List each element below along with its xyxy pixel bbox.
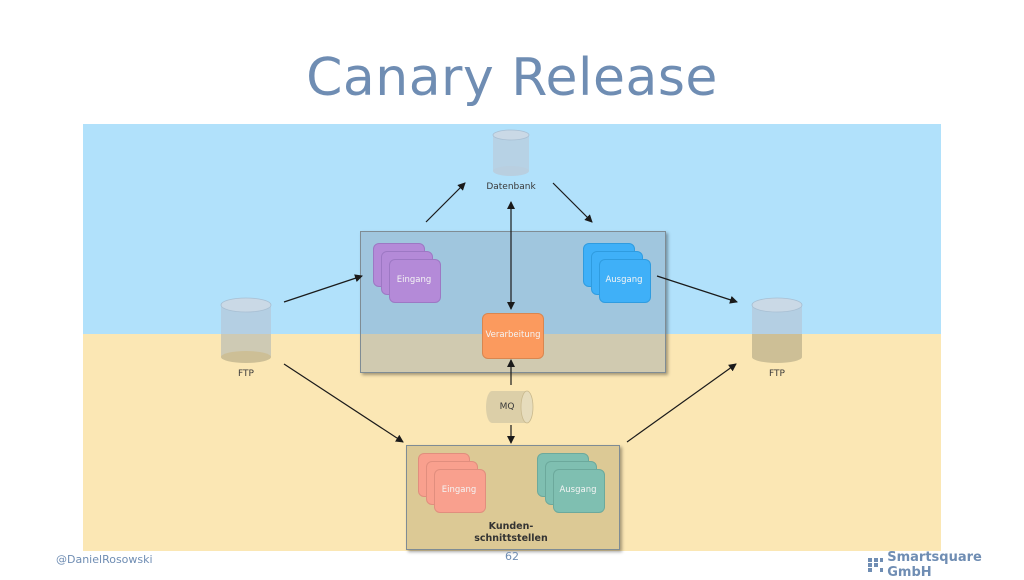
- database-label: Datenbank: [486, 182, 536, 192]
- mq-label: MQ: [499, 402, 515, 412]
- arrow-canary-output-to-ftp: [656, 275, 738, 304]
- customer-title-line2: schnittstellen: [474, 533, 548, 544]
- database-icon: [492, 129, 530, 176]
- ftp-left-label: FTP: [238, 369, 254, 379]
- processing-block: Verarbeitung: [482, 313, 544, 359]
- author-handle: @DanielRosowski: [56, 553, 153, 566]
- processing-label: Verarbeitung: [485, 330, 541, 340]
- company-logo-icon: [868, 558, 884, 572]
- arrow-ftp-to-customer: [283, 363, 404, 443]
- customer-output-label: Ausgang: [559, 485, 597, 495]
- customer-input-stack: Eingang: [418, 453, 488, 515]
- ftp-left-icon: [220, 297, 272, 363]
- canary-output-stack: Ausgang: [583, 243, 653, 303]
- mq-queue-icon: [486, 390, 534, 424]
- page-number: 62: [505, 550, 519, 563]
- canary-input-stack: Eingang: [373, 243, 443, 303]
- customer-title-line1: Kunden-: [488, 521, 534, 532]
- arrow-customer-to-ftp: [626, 363, 737, 443]
- ftp-right-icon: [751, 297, 803, 363]
- customer-output-stack: Ausgang: [537, 453, 607, 515]
- ftp-right-label: FTP: [769, 369, 785, 379]
- customer-panel-title: Kunden- schnittstellen: [466, 521, 556, 545]
- canary-output-label: Ausgang: [605, 275, 643, 285]
- arrow-canary-to-database: [425, 182, 466, 223]
- arrow-database-to-output: [552, 182, 593, 223]
- slide-title: Canary Release: [306, 48, 718, 108]
- customer-input-label: Eingang: [441, 485, 477, 495]
- arrow-ftp-to-canary-input: [283, 274, 363, 303]
- canary-input-label: Eingang: [396, 275, 432, 285]
